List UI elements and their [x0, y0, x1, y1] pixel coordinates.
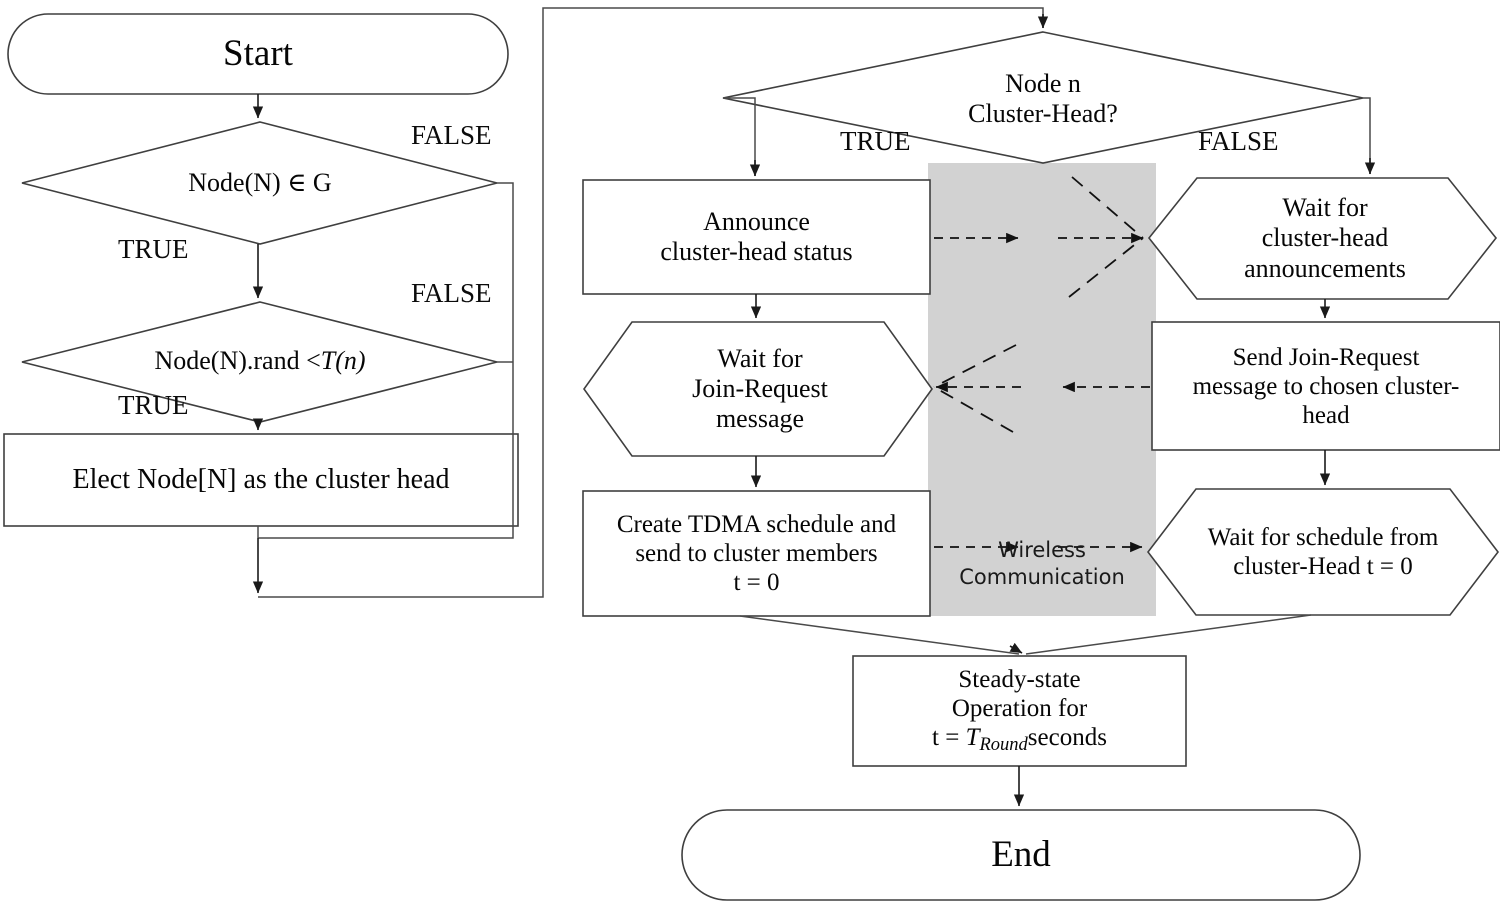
- create-tdma-label: Create TDMA schedule and send to cluster…: [616, 511, 897, 596]
- decision-node-in-g-shape: [21, 121, 498, 245]
- start-label: Start: [223, 32, 293, 74]
- create-tdma-shape: [582, 490, 931, 617]
- decision-rand-label-italic: T(n): [320, 345, 366, 375]
- send-join-request-shape: [1151, 321, 1500, 451]
- branch-label-ch-true: TRUE: [840, 126, 911, 156]
- elect-cluster-head-label: Elect Node[N] as the cluster head: [72, 463, 450, 495]
- wait-ch-announcements-shape: [1147, 177, 1498, 300]
- wait-join-request-label: Wait for Join-Request message: [692, 343, 828, 434]
- steady-state-line2: Operation for: [951, 695, 1088, 723]
- wait-schedule-label: Wait for schedule from cluster-Head t = …: [1207, 524, 1439, 580]
- branch-label-in-g-true: TRUE: [118, 234, 189, 264]
- connector-decision1-false: [258, 182, 514, 539]
- decision-rand-label: Node(N).rand < T(n): [60, 345, 460, 377]
- decision-node-in-g-label: Node(N) ∈ G: [188, 167, 332, 197]
- decision-cluster-head-label: Node n Cluster-Head?: [968, 68, 1118, 128]
- steady-state-line3: t = TRoundseconds: [932, 723, 1107, 757]
- end-label: End: [991, 833, 1051, 875]
- steady-state-shape: [852, 655, 1187, 767]
- announce-status-shape: [582, 179, 931, 295]
- send-join-request-label: Send Join-Request message to chosen clus…: [1192, 343, 1460, 429]
- wait-ch-announcements-label: Wait for cluster-head announcements: [1244, 193, 1406, 283]
- connector-ch-true: [723, 97, 756, 176]
- connector-wait-schedule-to-steady-state: [1025, 614, 1312, 655]
- radio-ray-to-wait-join-lower: [933, 386, 1014, 433]
- branch-label-in-g-false: FALSE: [411, 120, 492, 150]
- wait-join-request-shape: [583, 321, 933, 457]
- steady-state-line3-italic: T: [965, 724, 980, 752]
- connector-steady-state-arrow: [1009, 642, 1023, 654]
- branch-label-rand-false: FALSE: [411, 278, 492, 308]
- radio-ray-to-wait-ch-lower: [1068, 237, 1144, 298]
- wireless-band-label: Wireless Communication: [959, 538, 1125, 589]
- connector-ch-false: [1363, 97, 1371, 174]
- steady-state-line3-prefix: t =: [932, 724, 966, 752]
- connector-tdma-to-steady-state: [739, 615, 1020, 655]
- branch-label-rand-true: TRUE: [118, 390, 189, 420]
- announce-status-label: Announce cluster-head status: [660, 206, 853, 266]
- steady-state-line1: Steady-state: [958, 666, 1081, 694]
- elect-cluster-head-shape: [3, 433, 519, 527]
- branch-label-ch-false: FALSE: [1198, 126, 1279, 156]
- radio-ray-to-wait-ch-upper: [1071, 176, 1144, 239]
- steady-state-label: Steady-state Operation for t = TRoundsec…: [853, 656, 1186, 766]
- steady-state-line3-suffix: seconds: [1027, 724, 1107, 752]
- steady-state-line3-sub: Round: [979, 735, 1028, 756]
- end-terminator-shape: [681, 809, 1361, 901]
- decision-rand-label-prefix: Node(N).rand <: [154, 345, 321, 375]
- decision-cluster-head-shape: [722, 31, 1364, 164]
- wait-schedule-shape: [1146, 488, 1500, 616]
- radio-ray-to-wait-join-upper: [933, 344, 1017, 388]
